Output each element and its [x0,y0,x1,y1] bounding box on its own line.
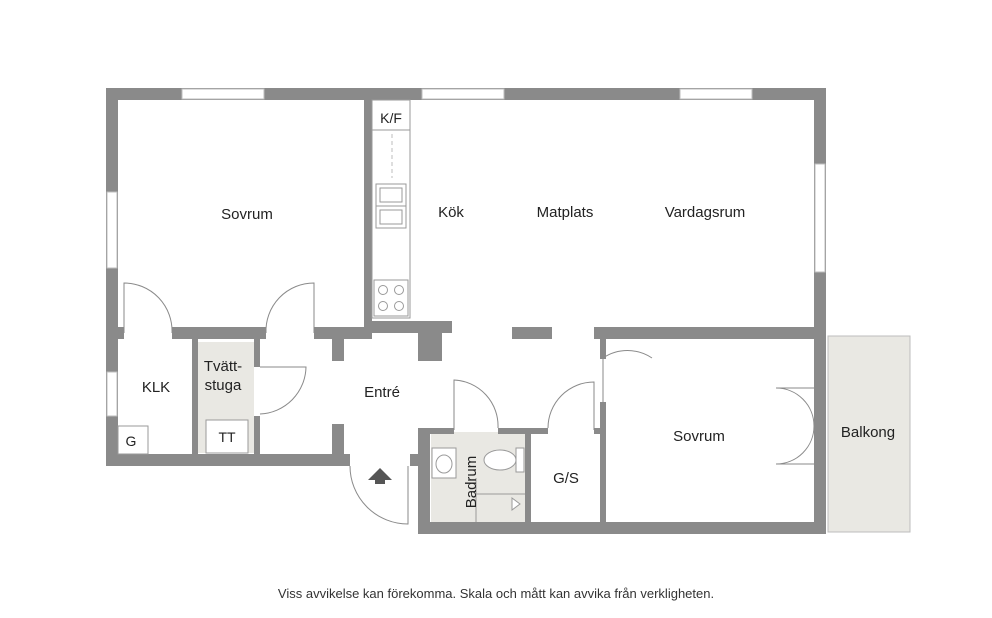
room-label-matplats: Matplats [537,204,594,221]
window-left-2 [106,371,118,417]
window-top-2 [421,88,505,100]
wall-bedroom2-top [600,339,606,359]
wall-bedroom-bottom-a [118,327,124,339]
tt-dryer [205,419,249,454]
wall-kitchen-pillar [418,333,442,361]
wall-living-bottom [594,327,814,339]
fridge [371,99,411,131]
burner-3 [378,301,388,311]
room-label-entre: Entré [364,384,400,401]
window-top-1 [181,88,265,100]
wall-laundry-right-low [254,416,260,454]
door-gs [547,381,595,430]
stove-icon [373,279,409,317]
entrance-arrow-icon [368,468,392,484]
door-balcony-a [775,387,815,427]
room-label-badrum: Badrum [463,456,480,509]
room-label-tvatt-2: stuga [205,377,242,394]
wall-bottom-right [418,522,826,534]
window-right-1 [814,163,826,273]
wall-laundry-right [254,339,260,367]
wall-kitchen-bottom [372,321,452,333]
wall-bath-left [418,428,430,534]
door-bedroom1 [265,282,315,334]
wall-entry-stub-top [332,339,344,361]
toilet-tank [515,447,525,473]
room-label-gs: G/S [553,470,579,487]
balcony-floor [827,335,911,533]
label-tt: TT [218,429,236,445]
door-klk [123,282,173,334]
window-left-1 [106,191,118,269]
burner-1 [378,285,388,295]
door-entrance [349,465,409,525]
label-kf: K/F [380,110,402,126]
shower-icon [511,497,521,511]
door-bathroom [453,379,499,430]
room-label-balkong: Balkong [841,424,895,441]
wall-bottom-left [106,454,350,466]
wall-klk-right [192,339,198,454]
room-label-kok: Kök [438,204,464,221]
room-label-sovrum-1: Sovrum [221,206,273,223]
wall-gs-top [594,428,600,434]
disclaimer-text: Viss avvikelse kan förekomma. Skala och … [277,586,715,601]
washbasin-bowl [435,454,453,474]
wall-bedroom-kitchen [364,100,372,332]
wall-bath-top-a [430,428,454,434]
toilet-icon [483,449,517,471]
burner-2 [394,285,404,295]
door-bedroom2 [602,350,653,402]
wall-bedroom-bottom-c [314,327,372,339]
room-label-tvatt-1: Tvätt- [204,358,242,375]
g-cabinet [117,425,149,455]
window-top-3 [679,88,753,100]
sink-basin-a [379,187,403,203]
door-balcony-b [775,425,815,465]
wall-bath-top-b [498,428,548,434]
wall-entry-stub-bottom [332,424,344,454]
wall-bedroom-bottom-b [172,327,266,339]
sink-basin-b [379,209,403,225]
room-label-sovrum-2: Sovrum [673,428,725,445]
room-label-vardagsrum: Vardagsrum [665,204,746,221]
wall-living-stub [512,327,552,339]
door-laundry [259,366,307,415]
wall-bedroom2-left [600,402,606,522]
room-label-klk: KLK [142,379,170,396]
wall-bath-gs [525,428,531,522]
burner-4 [394,301,404,311]
label-g: G [126,433,137,449]
wall-right [814,88,826,534]
